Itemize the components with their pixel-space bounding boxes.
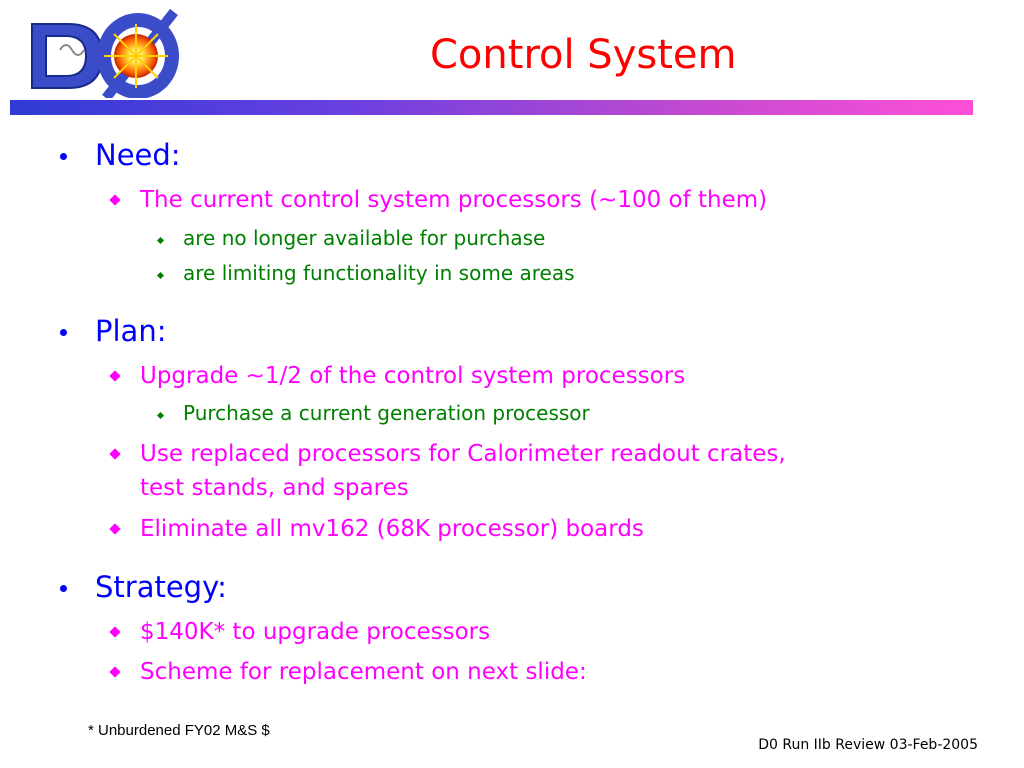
bullet-diamond-icon xyxy=(109,626,121,638)
plan-item-2-line2: test stands, and spares xyxy=(140,475,409,501)
bullet-diamond-icon xyxy=(109,666,121,678)
bullet-small-diamond-icon xyxy=(156,271,165,280)
slide-title: Control System xyxy=(430,32,737,78)
bullet-dot-icon xyxy=(60,585,67,592)
bullet-diamond-icon xyxy=(109,448,121,460)
bullet-diamond-icon xyxy=(109,370,121,382)
need-subitem-1: are no longer available for purchase xyxy=(183,226,546,250)
section-plan-label: Plan: xyxy=(95,314,167,348)
slide-footer: D0 Run IIb Review 03-Feb-2005 xyxy=(758,737,978,753)
d0-logo xyxy=(31,8,179,98)
bullet-dot-icon xyxy=(60,153,67,160)
bullet-diamond-icon xyxy=(109,194,121,206)
section-strategy-label: Strategy: xyxy=(95,570,227,604)
section-need-label: Need: xyxy=(95,138,181,172)
plan-item-2-line1: Use replaced processors for Calorimeter … xyxy=(140,441,786,467)
bullet-diamond-icon xyxy=(109,523,121,535)
plan-subitem-1: Purchase a current generation processor xyxy=(183,401,590,425)
need-item-1: The current control system processors (~… xyxy=(140,187,768,213)
plan-item-1: Upgrade ~1/2 of the control system proce… xyxy=(140,363,686,389)
bullet-small-diamond-icon xyxy=(156,236,165,245)
title-divider xyxy=(10,100,973,115)
bullet-small-diamond-icon xyxy=(156,411,165,420)
plan-item-3: Eliminate all mv162 (68K processor) boar… xyxy=(140,516,644,542)
bullet-dot-icon xyxy=(60,329,67,336)
need-subitem-2: are limiting functionality in some areas xyxy=(183,261,575,285)
footnote: * Unburdened FY02 M&S $ xyxy=(88,722,270,739)
strategy-item-1: $140K* to upgrade processors xyxy=(140,619,491,645)
strategy-item-2: Scheme for replacement on next slide: xyxy=(140,659,587,685)
